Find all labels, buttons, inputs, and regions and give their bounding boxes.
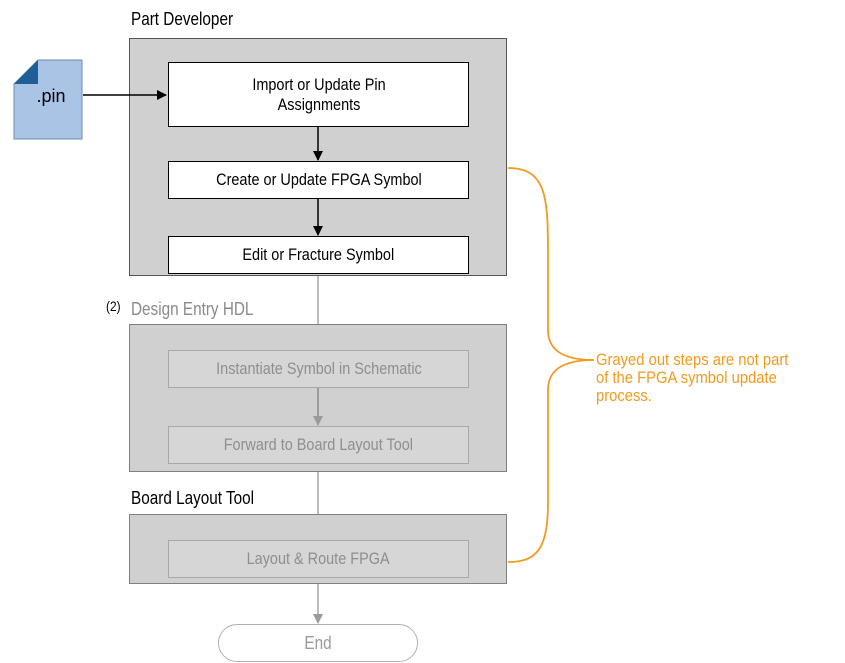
- step-edit-fracture-symbol: Edit or Fracture Symbol: [168, 236, 469, 274]
- step-layout-route-fpga: Layout & Route FPGA: [168, 540, 469, 578]
- footnote-marker: (2): [106, 298, 121, 314]
- callout-note: Grayed out steps are not part of the FPG…: [596, 350, 789, 405]
- step-import-pin-assignments: Import or Update Pin Assignments: [168, 62, 469, 127]
- pin-file-label: .pin: [36, 86, 66, 106]
- end-terminal: End: [218, 624, 418, 662]
- step-label: Layout & Route FPGA: [247, 549, 390, 568]
- step-forward-to-board: Forward to Board Layout Tool: [168, 426, 469, 464]
- end-label: End: [304, 632, 332, 653]
- step-create-fpga-symbol: Create or Update FPGA Symbol: [168, 161, 469, 199]
- step-label: Create or Update FPGA Symbol: [215, 170, 422, 189]
- step-label: Import or Update Pin Assignments: [251, 74, 386, 114]
- design-entry-hdl-title: Design Entry HDL: [131, 299, 254, 319]
- part-developer-title: Part Developer: [131, 9, 234, 29]
- step-label: Instantiate Symbol in Schematic: [215, 359, 422, 378]
- step-instantiate-symbol: Instantiate Symbol in Schematic: [168, 350, 469, 388]
- step-label: Forward to Board Layout Tool: [223, 435, 414, 454]
- step-label: Edit or Fracture Symbol: [242, 245, 395, 264]
- board-layout-tool-title: Board Layout Tool: [131, 488, 255, 508]
